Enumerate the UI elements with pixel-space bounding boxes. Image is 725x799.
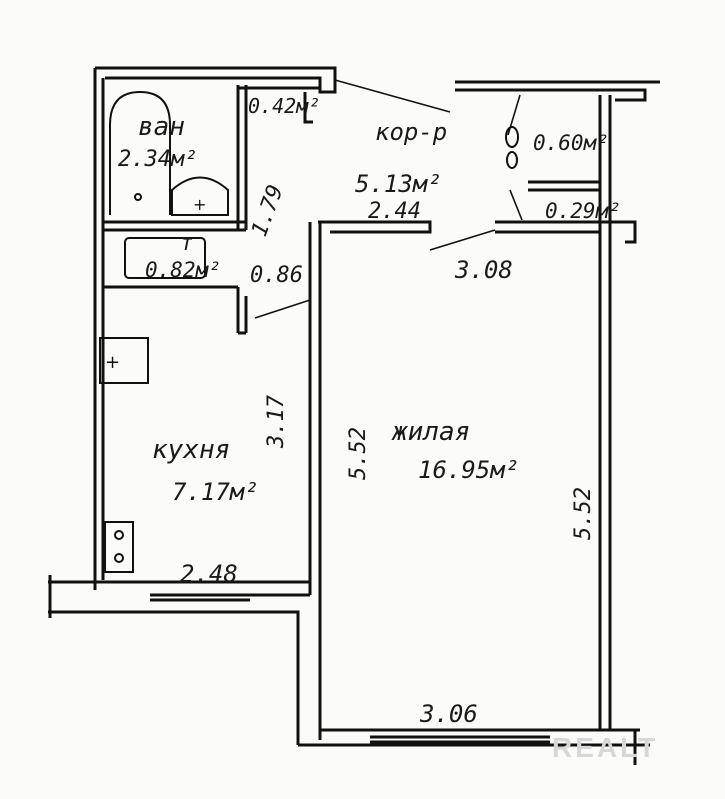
- bath-length-dim: 1.79: [247, 182, 289, 240]
- wall-bath-toilet: [103, 220, 246, 232]
- wall-corridor-living: [318, 220, 432, 234]
- wall-living-window: [370, 735, 550, 744]
- wall-top-right: [455, 80, 660, 102]
- wall-step: [250, 593, 310, 745]
- svg-text:+: +: [105, 352, 120, 373]
- bathtub-drain: [134, 193, 142, 201]
- toilet-length-dim: 0.86: [250, 263, 303, 288]
- living-left-dim: 5.52: [346, 427, 371, 480]
- closet-fixture-icon: [505, 126, 519, 148]
- wall-closet-divider: [528, 180, 600, 192]
- bathroom-area: 2.34м²: [118, 147, 197, 172]
- closet-top-area: 0.60м²: [533, 131, 609, 155]
- watermark: REALT: [552, 732, 658, 763]
- wall-kitchen-window: [150, 593, 250, 602]
- kitchen-area: 7.17м²: [172, 478, 259, 506]
- wall-bath-right: [236, 85, 248, 230]
- fixtures: + +: [99, 90, 519, 573]
- closet-bottom-area: 0.29м²: [545, 199, 621, 223]
- kitchen-name: кухня: [152, 435, 230, 465]
- bathroom-sink-icon: [171, 176, 229, 216]
- stove-icon: [104, 521, 134, 573]
- living-right-dim: 5.52: [571, 487, 596, 540]
- corridor-name: кор-р: [375, 118, 447, 146]
- wall-kitchen-bottom: [48, 575, 310, 618]
- wall-corridor-right: [495, 220, 600, 234]
- toilet-icon: [124, 237, 206, 279]
- wall-living-bottom: [298, 728, 650, 765]
- wall-right-notch: [600, 220, 637, 244]
- corridor-area: 5.13м²: [355, 170, 442, 198]
- corridor-dim: 2.44: [368, 199, 421, 224]
- wall-kitchen-living: [308, 222, 322, 740]
- bathtub-icon: [109, 90, 171, 215]
- wall-right: [598, 95, 612, 730]
- walls: [48, 66, 660, 765]
- wall-small-closet: [238, 86, 320, 124]
- wall-top-left: [95, 66, 337, 94]
- kitchen-width-dim: 2.48: [180, 560, 238, 588]
- kitchen-sink-icon: [99, 337, 149, 384]
- bathroom-name: ван: [138, 112, 185, 142]
- living-name: жилая: [391, 417, 470, 447]
- small-closet-area: 0.42м²: [248, 94, 320, 118]
- toilet-name: т: [180, 231, 193, 256]
- living-bottom-dim: 3.06: [419, 700, 478, 728]
- wall-toilet-bottom: [103, 285, 248, 335]
- toilet-area: 0.82м²: [145, 258, 221, 282]
- living-top-dim: 3.08: [454, 256, 513, 284]
- kitchen-length-dim: 3.17: [264, 394, 289, 449]
- living-area: 16.95м²: [418, 456, 519, 484]
- svg-text:+: +: [193, 195, 206, 214]
